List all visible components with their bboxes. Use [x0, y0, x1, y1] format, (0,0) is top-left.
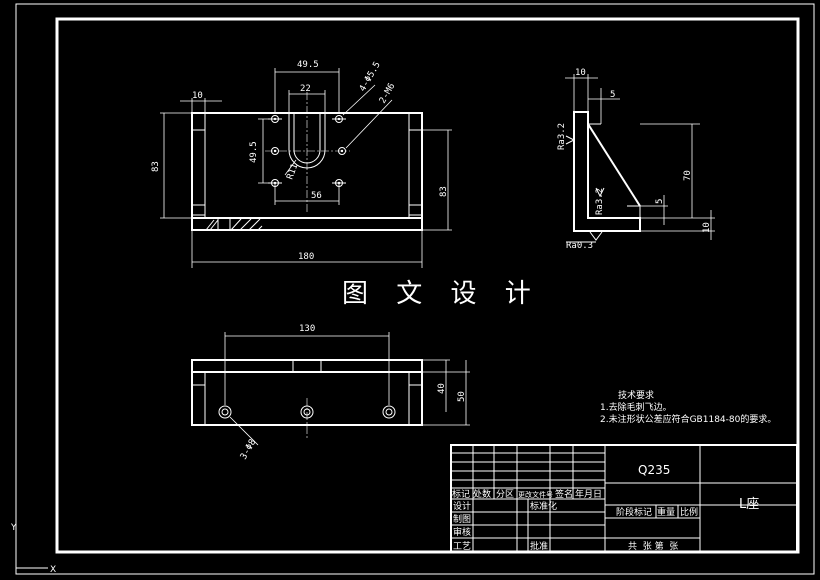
sheet-border — [15, 3, 815, 575]
side-view-outline — [573, 111, 641, 232]
dim-10-front: 10 — [192, 91, 203, 101]
front-view: 49.5 22 10 4-Φ5.5 2-M6 49.5 83 83 56 R11… — [151, 60, 452, 268]
dim-56: 56 — [311, 191, 322, 201]
dim-83-left: 83 — [151, 161, 161, 172]
tech-req-title: 技术要求 — [618, 389, 654, 401]
row-approve: 批准 — [530, 540, 548, 552]
side-view: 10 5 70 5 10 Ra3.2 Ra3.2 Ra0.3 — [557, 68, 715, 251]
sheet-count: 共 张 第 张 — [628, 540, 678, 552]
bottom-view-outline — [191, 359, 423, 426]
bottom-view: 130 40 50 3-Φ8 — [191, 324, 470, 462]
ucs-x-label: X — [50, 565, 56, 575]
dim-holes-bottom: 3-Φ8 — [239, 438, 259, 462]
row-process: 工艺 — [453, 541, 471, 552]
row-check: 审核 — [453, 526, 471, 538]
dim-r11: R11 — [285, 162, 300, 181]
hdr-date: 年月日 — [575, 488, 602, 500]
row-design: 设计 — [453, 500, 471, 512]
row-draw: 制图 — [453, 513, 471, 525]
stage-mark: 阶段标记 — [616, 506, 652, 518]
dim-83-right: 83 — [439, 186, 449, 197]
dim-10-side: 10 — [575, 68, 586, 78]
dim-40: 40 — [437, 383, 447, 394]
dim-50: 50 — [457, 391, 467, 402]
roughness-mid: Ra3.2 — [595, 188, 605, 215]
dim-5-mid: 5 — [655, 199, 665, 204]
title-part-name: L座 — [739, 497, 759, 512]
hdr-docno: 更改文件号 — [518, 490, 553, 499]
scale: 比例 — [680, 506, 698, 518]
hdr-mark: 标记 — [452, 488, 470, 500]
roughness-bottom: Ra0.3 — [566, 241, 593, 251]
watermark-text: 图 文 设 计 — [342, 279, 541, 309]
technical-requirements: 技术要求 1.去除毛刺飞边。 2.未注形状公差应符合GB1184-80的要求。 — [600, 389, 776, 425]
drawing-frame — [55, 17, 800, 554]
weight: 重量 — [657, 506, 675, 518]
dim-49-5-left: 49.5 — [249, 141, 259, 163]
tech-req-line-2: 2.未注形状公差应符合GB1184-80的要求。 — [600, 413, 776, 425]
dim-10-right: 10 — [702, 222, 712, 233]
dim-holes-front: 4-Φ5.5 — [358, 60, 383, 93]
dim-130: 130 — [299, 324, 315, 334]
tech-req-line-1: 1.去除毛刺飞边。 — [600, 401, 672, 413]
ucs-icon: Y X — [10, 523, 56, 575]
hdr-zone: 分区 — [496, 489, 514, 500]
dim-thread: 2-M6 — [378, 82, 398, 106]
dim-49-5-top: 49.5 — [297, 60, 319, 70]
dim-70: 70 — [683, 170, 693, 181]
hdr-count: 处数 — [473, 488, 491, 500]
title-block: Q235 L座 标记 处数 分区 更改文件号 签名 年月日 设计 标准化 制图 … — [450, 444, 798, 553]
ucs-y-label: Y — [10, 523, 17, 533]
title-material: Q235 — [638, 463, 670, 477]
dim-22: 22 — [300, 84, 311, 94]
roughness-top: Ra3.2 — [557, 123, 567, 150]
hdr-sign: 签名 — [555, 488, 573, 500]
dim-180: 180 — [298, 252, 314, 262]
row-standard: 标准化 — [530, 500, 557, 512]
dim-5-top: 5 — [610, 90, 615, 100]
